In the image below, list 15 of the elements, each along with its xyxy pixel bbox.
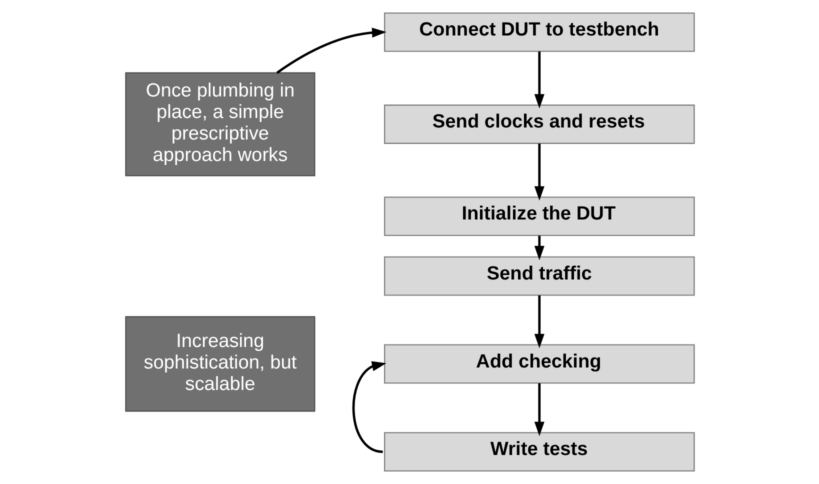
node-box: Add checking (384, 344, 694, 384)
node-box: Write tests (384, 432, 694, 472)
arrow (534, 236, 544, 260)
arrow (534, 52, 544, 109)
node-box: Send traffic (384, 256, 694, 296)
node-box: Increasing sophistication, but scalable (124, 316, 315, 412)
arrow (352, 361, 386, 453)
arrow (534, 383, 544, 436)
node-box: Once plumbing in place, a simple prescriptive approach works (124, 72, 315, 176)
arrow (276, 28, 386, 74)
arrow (534, 295, 544, 348)
node-box: Connect DUT to testbench (384, 12, 694, 52)
node-box: Send clocks and resets (384, 104, 694, 144)
node-box: Initialize the DUT (384, 196, 694, 236)
arrow (534, 144, 544, 201)
